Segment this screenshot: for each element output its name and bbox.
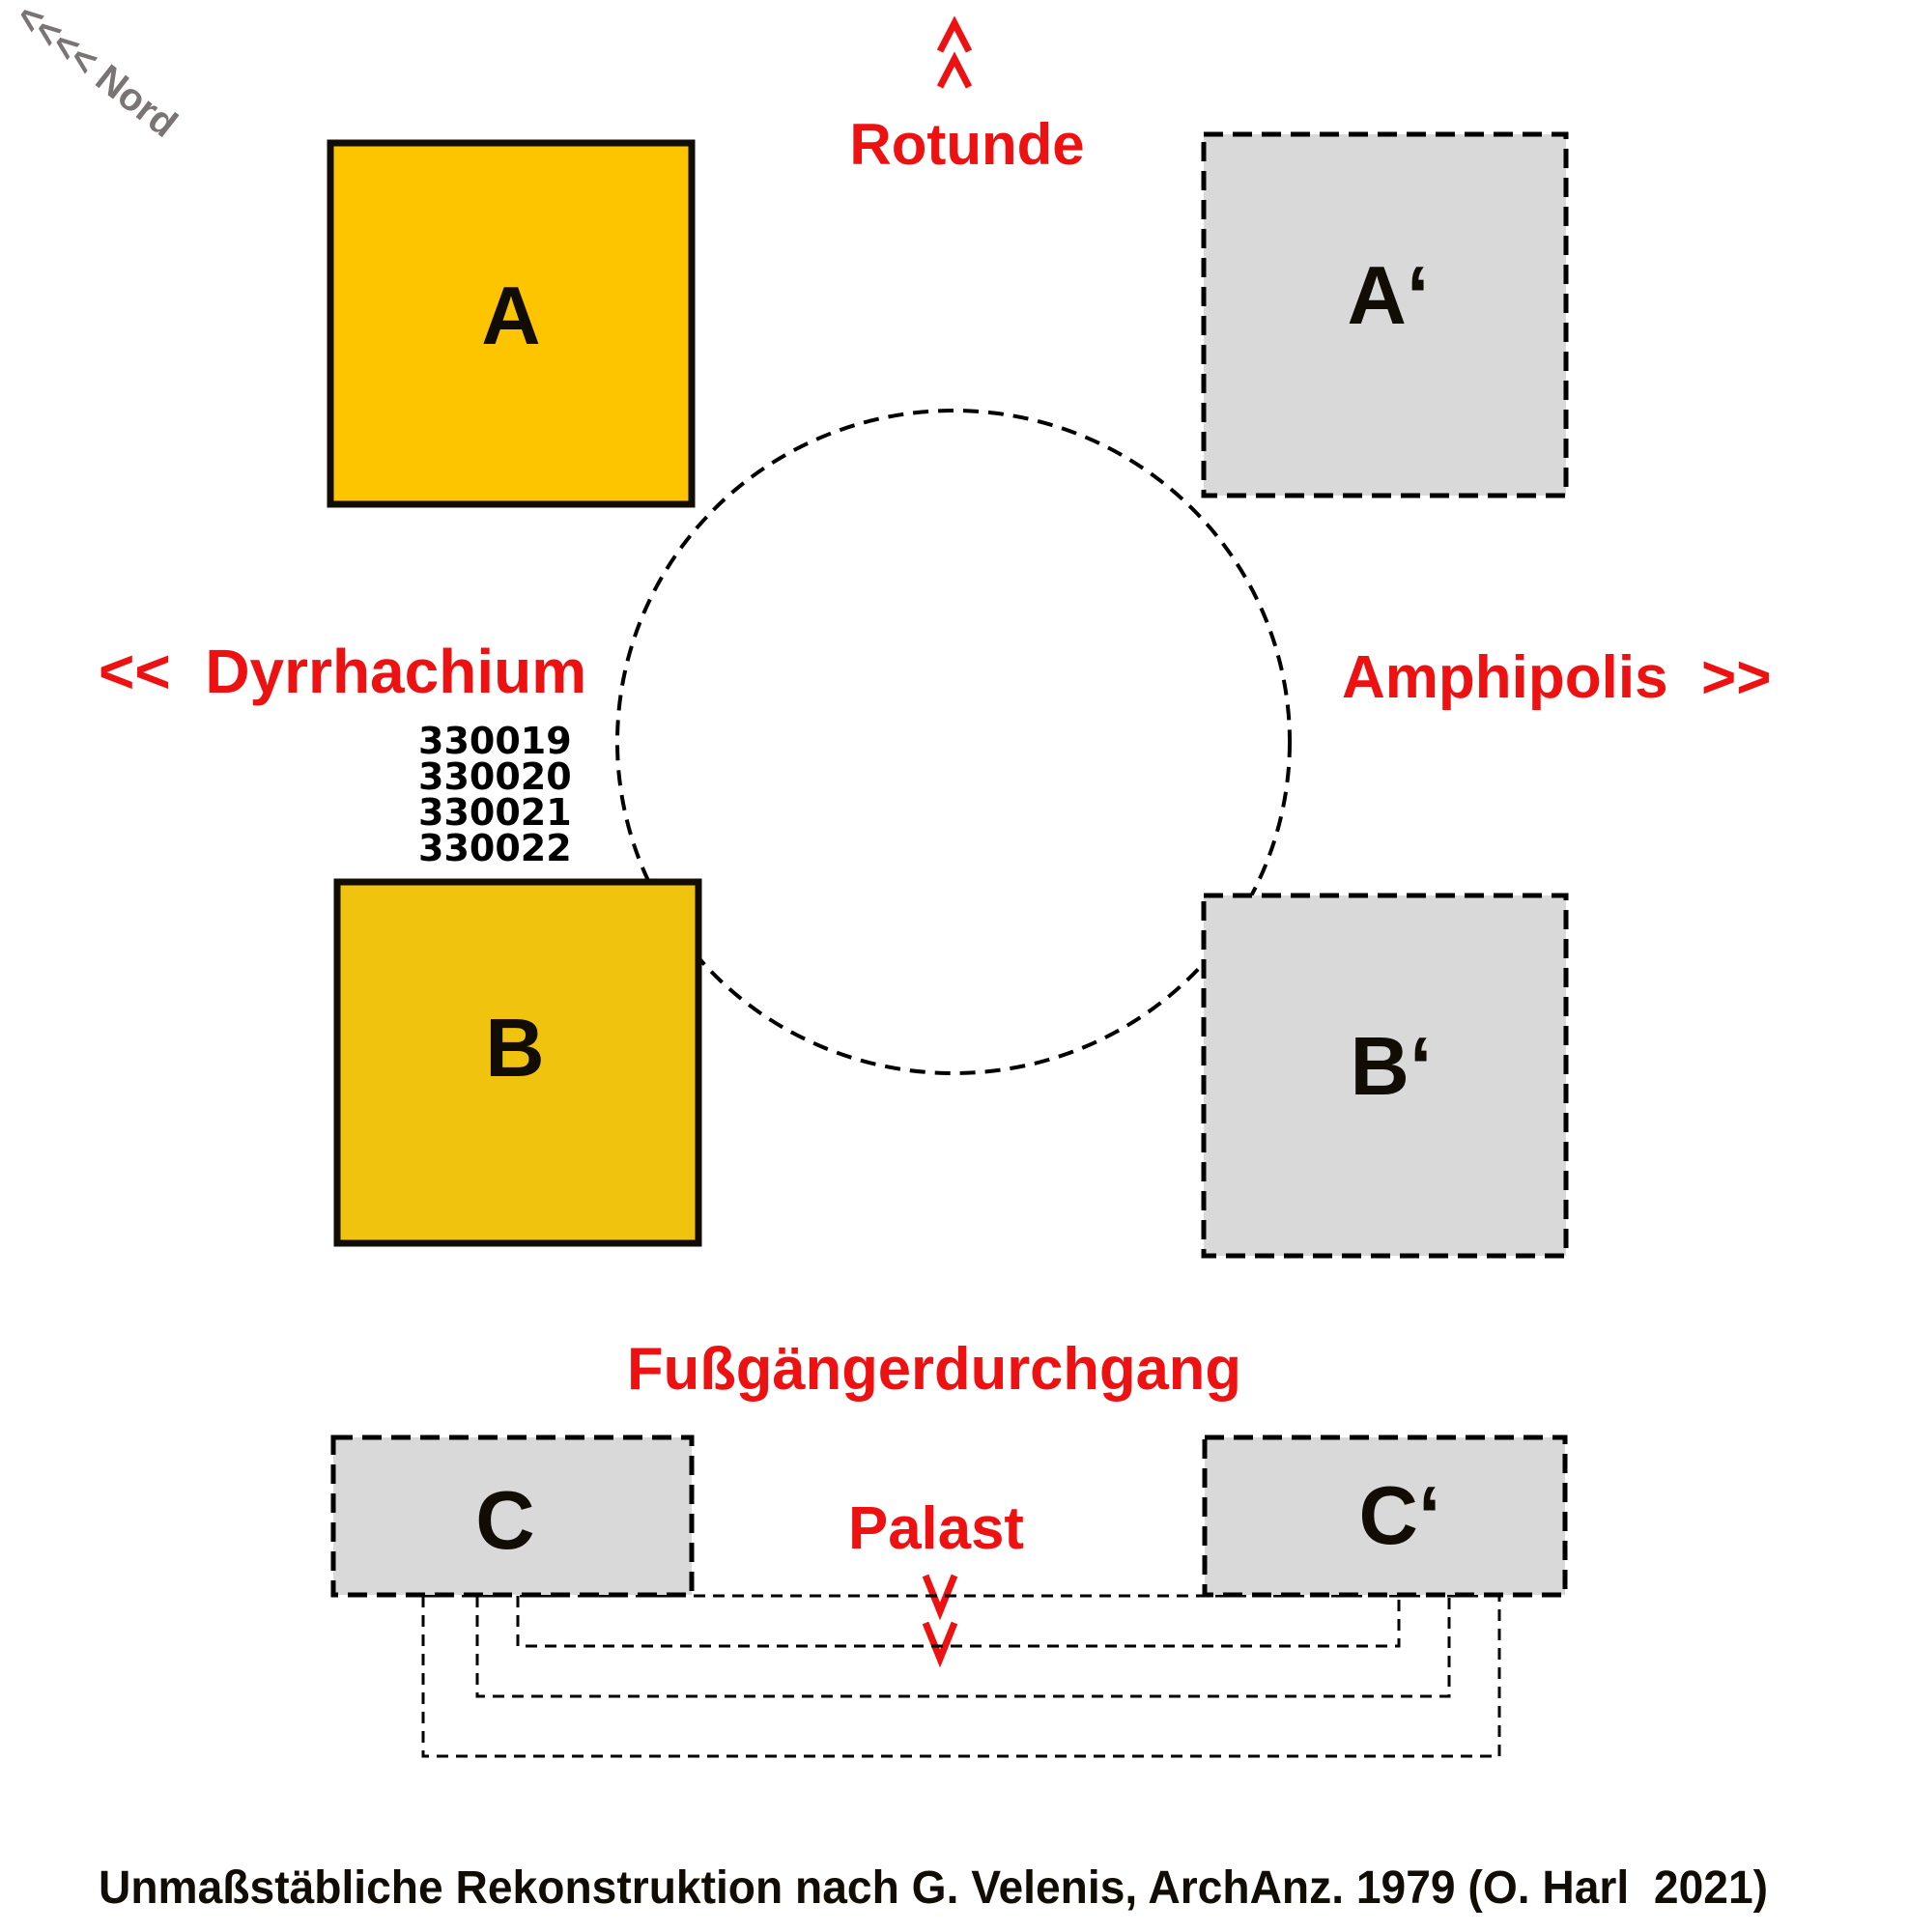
foundation-outline-outer: [421, 1596, 1501, 1758]
label-pedestrian-passage: Fußgängerdurchgang: [627, 1336, 1241, 1403]
building-b: B: [333, 878, 702, 1247]
building-a: A: [327, 139, 696, 508]
rotunda-outline: [615, 409, 1292, 1075]
building-b-prime-label: B‘: [1351, 1021, 1433, 1113]
palace-foundation-outlines: [421, 1594, 1501, 1758]
building-c-prime-label: C‘: [1359, 1470, 1441, 1562]
label-rotunde: Rotunde: [849, 112, 1084, 177]
inventory-number: 330020: [418, 755, 572, 798]
inventory-number: 330021: [418, 791, 572, 834]
building-b-prime: B‘: [1201, 893, 1569, 1259]
label-dyrrhachium: << Dyrrhachium: [99, 637, 586, 706]
building-c-label: C: [475, 1475, 534, 1567]
inventory-number: 330019: [418, 720, 572, 762]
building-a-prime-label: A‘: [1348, 250, 1430, 342]
building-a-label: A: [481, 270, 540, 362]
foundation-outline-inner: [516, 1596, 1401, 1648]
building-a-prime: A‘: [1201, 131, 1569, 498]
label-amphipolis: Amphipolis >>: [1342, 644, 1771, 711]
building-b-label: B: [485, 1003, 544, 1094]
building-c: C: [330, 1435, 695, 1598]
inventory-number: 330022: [418, 827, 572, 869]
chevron-down-icon: [922, 1574, 958, 1668]
label-palast: Palast: [848, 1495, 1024, 1562]
figure-caption: Unmaßstäbliche Rekonstruktion nach G. Ve…: [99, 1862, 1768, 1914]
chevron-up-icon: [936, 15, 973, 89]
foundation-outline-middle: [475, 1596, 1451, 1698]
inventory-number-list: 330019 330020 330021 330022: [418, 720, 572, 869]
north-indicator: <<<< Nord: [8, 0, 185, 146]
building-c-prime: C‘: [1202, 1435, 1568, 1598]
